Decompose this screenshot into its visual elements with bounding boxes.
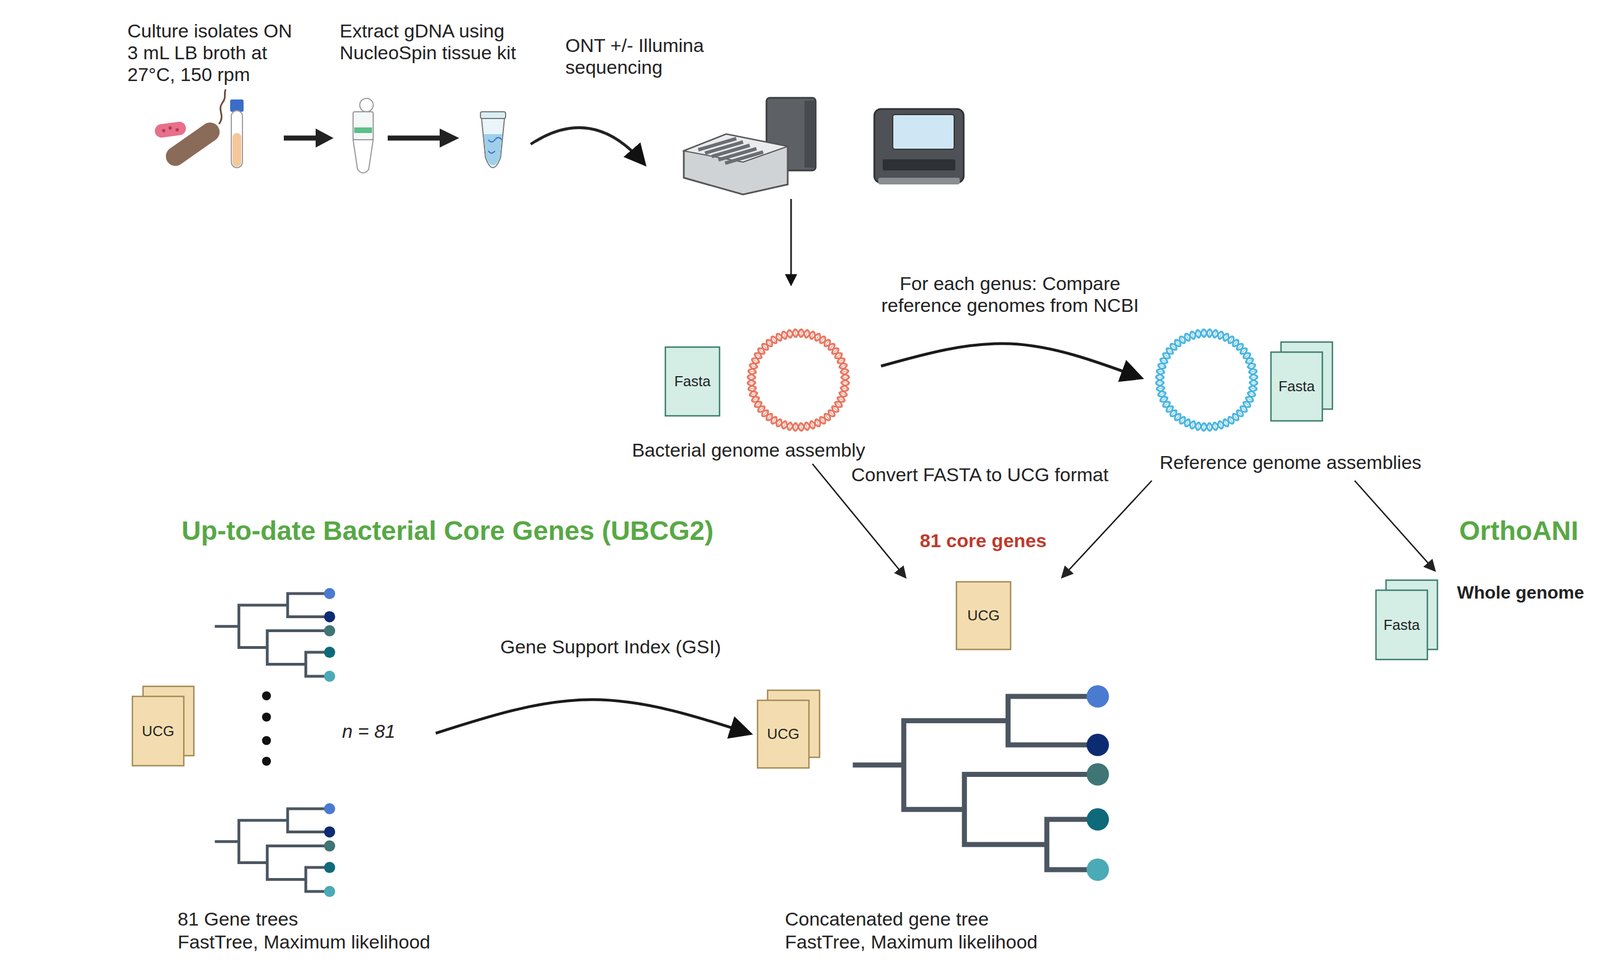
dna-tube — [480, 111, 506, 168]
connector-arrow — [435, 699, 749, 733]
tree-branches — [216, 593, 330, 676]
step-arrow — [387, 128, 460, 148]
tree-leaf — [324, 646, 336, 658]
bacteria-icon — [154, 89, 226, 170]
step-text: Extract gDNA using NucleoSpin tissue kit — [339, 20, 525, 64]
tree-leaf — [324, 587, 336, 599]
sequencer-icon — [874, 108, 964, 185]
file-icon — [665, 346, 720, 416]
ellipsis-dot — [262, 691, 271, 700]
step-arrow — [790, 198, 793, 284]
node-group: 81 core genesUCG — [905, 525, 1063, 654]
sequencer-icon — [683, 97, 816, 195]
file-label: UCG — [132, 722, 184, 740]
ellipsis-dot — [262, 712, 271, 722]
file-label: Fasta — [1270, 377, 1323, 395]
file-icon — [757, 700, 809, 768]
tree-leaf — [1086, 858, 1109, 881]
file-icon — [1270, 351, 1323, 421]
tree-leaf — [324, 840, 336, 852]
edge-label: For each genus: Compare reference genome… — [875, 272, 1145, 317]
genome-circle — [1155, 329, 1258, 431]
tree-leaf — [324, 885, 336, 897]
section-title: OrthoANI — [1459, 515, 1594, 546]
dna-strand — [1155, 329, 1258, 431]
tree-branches — [216, 808, 330, 892]
culture-tube — [230, 99, 244, 168]
step-text: Convert FASTA to UCG format — [848, 463, 1112, 486]
step-arrow — [530, 127, 644, 164]
file-label: Fasta — [665, 372, 720, 390]
core-gene-count: 81 core genes — [905, 529, 1062, 552]
dna-strand — [747, 329, 850, 431]
node-group: UCG — [748, 681, 827, 777]
file-label: UCG — [956, 606, 1011, 624]
gene-count: n = 81 — [335, 720, 403, 742]
file-label: Fasta — [1375, 616, 1428, 633]
step-text: ONT +/- Illumina sequencing — [565, 34, 717, 79]
node-caption: Reference genome assemblies — [1139, 451, 1442, 474]
tree-branches — [855, 696, 1098, 870]
tree-leaf — [324, 802, 336, 814]
file-label: UCG — [757, 725, 809, 742]
file-icon — [132, 696, 184, 766]
connector-arrow — [1354, 480, 1435, 570]
tree-caption: FastTree, Maximum likelihood — [784, 930, 1098, 953]
node-group: FastaReference genome assemblies — [1139, 324, 1443, 481]
step-text: Culture isolates ON 3 mL LB broth at 27°… — [127, 20, 301, 86]
dna-rungs — [748, 330, 849, 430]
connector-arrow — [881, 343, 1140, 378]
tree-caption: FastTree, Maximum likelihood — [177, 930, 469, 953]
tree-leaf — [324, 610, 336, 622]
tree-leaf — [1086, 684, 1109, 708]
tree-caption: Concatenated gene tree — [784, 907, 1098, 930]
spin-column — [353, 98, 374, 174]
tree-icon — [855, 684, 1109, 881]
section-title: Up-to-date Bacterial Core Genes (UBCG2) — [181, 515, 880, 546]
step-arrow — [283, 128, 334, 148]
connector-arrow — [1062, 480, 1152, 577]
node-group: FastaBacterial genome assembly — [617, 324, 882, 464]
tree-leaf — [1086, 733, 1109, 756]
tree-leaf — [324, 670, 336, 682]
tree-leaf — [324, 825, 336, 837]
file-icon — [956, 581, 1011, 650]
tree-icon — [216, 587, 336, 682]
tree-caption: 81 Gene trees — [177, 907, 469, 930]
edge-label: Gene Support Index (GSI) — [498, 635, 723, 658]
ellipsis-dot — [262, 756, 271, 766]
tree-leaf — [1086, 807, 1109, 831]
tree-leaf — [1086, 763, 1109, 786]
node-group: Fasta — [1363, 569, 1447, 665]
dna-rungs — [1156, 330, 1257, 430]
node-caption: Bacterial genome assembly — [617, 439, 880, 461]
tree-leaf — [324, 861, 336, 873]
method-text: Whole genome — [1456, 582, 1592, 603]
tree-icon — [216, 802, 336, 897]
dna-strand — [747, 329, 850, 431]
tree-leaf — [324, 625, 336, 637]
file-icon — [1375, 589, 1428, 660]
genome-circle — [747, 329, 850, 431]
dna-strand — [1155, 329, 1258, 431]
node-group: UCG n = 81 — [128, 581, 436, 900]
ellipsis-dot — [262, 735, 271, 745]
